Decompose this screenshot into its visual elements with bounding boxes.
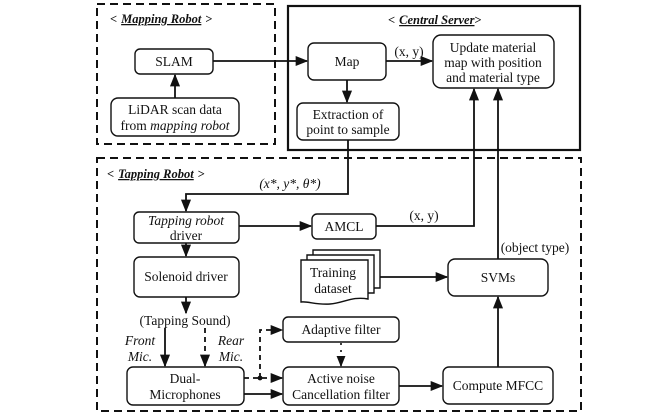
extraction-label-1: Extraction of bbox=[313, 107, 384, 122]
central-server-group bbox=[286, 4, 582, 152]
node-amcl: AMCL bbox=[311, 213, 377, 240]
update-label-1: Update material bbox=[450, 40, 537, 55]
training-label-1: Training bbox=[310, 265, 356, 280]
mapping-robot-title: <Mapping Robot> bbox=[110, 12, 212, 26]
tapping-robot-title: <Tapping Robot> bbox=[107, 167, 205, 181]
driver-label-1: Tapping robot bbox=[148, 213, 225, 228]
solenoid-label: Solenoid driver bbox=[144, 269, 228, 284]
slam-label: SLAM bbox=[155, 54, 193, 69]
central-server-title: <Central Server> bbox=[388, 13, 482, 27]
mapping-robot-group bbox=[96, 3, 276, 145]
update-label-2: map with position bbox=[444, 55, 542, 70]
anc-label-2: Cancellation filter bbox=[292, 387, 390, 402]
label-target-pose: (x*, y*, θ*) bbox=[259, 176, 321, 191]
node-solenoid-driver: Solenoid driver bbox=[133, 256, 240, 298]
adaptive-label: Adaptive filter bbox=[301, 322, 381, 337]
node-map: Map bbox=[307, 42, 387, 81]
node-training-dataset: Training dataset bbox=[300, 249, 381, 305]
lidar-label-2: from mapping robot bbox=[120, 118, 230, 133]
edge-dual-to-adaptive bbox=[259, 324, 284, 378]
node-update-material-map: Update material map with position and ma… bbox=[432, 34, 555, 89]
training-label-2: dataset bbox=[314, 281, 352, 296]
node-dual-microphones: Dual- Microphones bbox=[126, 366, 245, 406]
amcl-label: AMCL bbox=[324, 219, 363, 234]
dual-label-1: Dual- bbox=[170, 371, 201, 386]
node-lidar: LiDAR scan data from mapping robot bbox=[110, 97, 240, 137]
tapping-robot-group bbox=[96, 157, 582, 412]
node-tapping-robot-driver: Tapping robot driver bbox=[133, 211, 240, 244]
edge-extraction-to-driver bbox=[180, 140, 349, 213]
update-label-3: and material type bbox=[446, 70, 540, 85]
svms-label: SVMs bbox=[481, 270, 516, 285]
map-label: Map bbox=[335, 54, 360, 69]
label-amcl-xy: (x, y) bbox=[409, 208, 438, 223]
label-front-mic-1: Front bbox=[124, 333, 156, 348]
label-object-type: (object type) bbox=[501, 240, 570, 255]
edge-amcl-to-update bbox=[376, 87, 480, 227]
node-adaptive-filter: Adaptive filter bbox=[282, 316, 400, 343]
label-rear-mic-2: Mic. bbox=[218, 349, 243, 364]
junction-dot bbox=[257, 375, 263, 381]
driver-label-2: driver bbox=[170, 228, 203, 243]
label-rear-mic-1: Rear bbox=[217, 333, 245, 348]
label-front-mic-2: Mic. bbox=[127, 349, 152, 364]
node-compute-mfcc: Compute MFCC bbox=[442, 366, 554, 405]
anc-label-1: Active noise bbox=[307, 371, 375, 386]
extraction-label-2: point to sample bbox=[306, 122, 389, 137]
label-tapping-sound: (Tapping Sound) bbox=[140, 313, 231, 328]
label-map-xy: (x, y) bbox=[394, 44, 423, 59]
node-slam: SLAM bbox=[134, 48, 214, 75]
mfcc-label: Compute MFCC bbox=[453, 378, 543, 393]
node-active-noise-cancellation: Active noise Cancellation filter bbox=[282, 366, 400, 406]
dual-label-2: Microphones bbox=[149, 387, 220, 402]
lidar-label-1: LiDAR scan data bbox=[128, 102, 222, 117]
node-svms: SVMs bbox=[447, 258, 549, 297]
node-extraction: Extraction of point to sample bbox=[296, 102, 400, 141]
